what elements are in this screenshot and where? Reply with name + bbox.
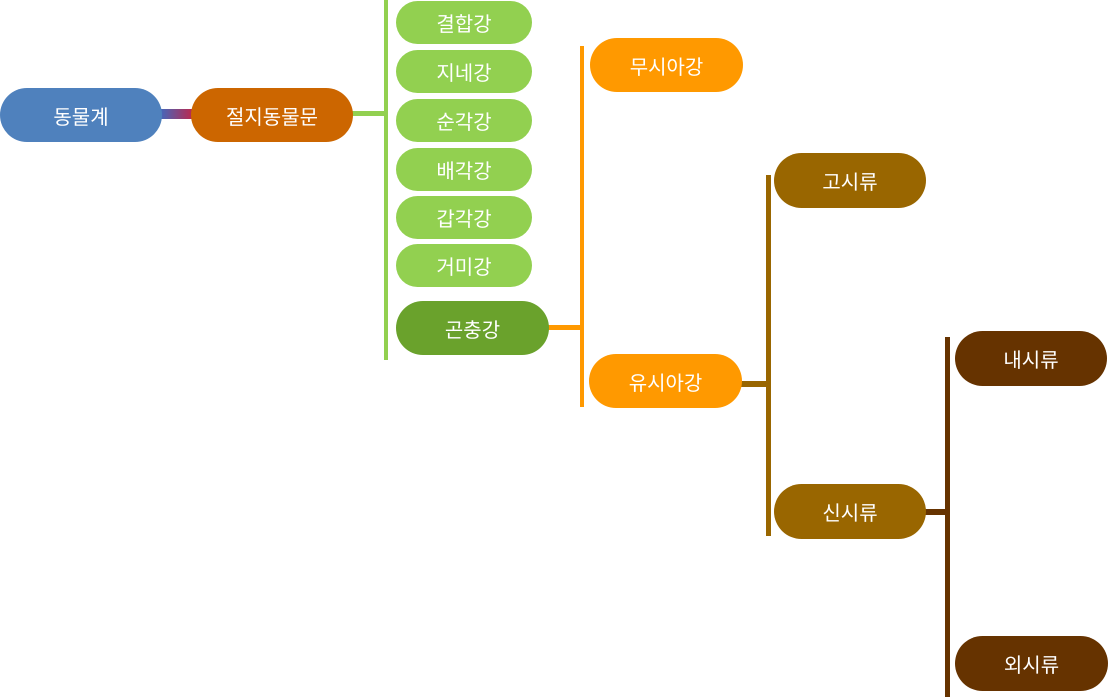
node-class[interactable]: 갑각강: [396, 196, 532, 239]
node-label: 곤충강: [444, 317, 501, 342]
connector-neoptera-h: [924, 509, 948, 515]
node-label: 외시류: [1003, 653, 1060, 677]
node-class[interactable]: 순각강: [396, 99, 532, 142]
node-label: 동물계: [53, 104, 109, 129]
node-label: 순각강: [436, 110, 492, 134]
connector-classes-v: [384, 0, 388, 360]
node-class[interactable]: 지네강: [396, 50, 532, 93]
node-subclass-pterygota[interactable]: 유시아강: [589, 354, 742, 408]
node-order-endopterygota[interactable]: 내시류: [955, 331, 1107, 386]
connector-superorders-v: [766, 175, 771, 536]
connector-orders-v: [945, 337, 950, 697]
node-subclass-apterygota[interactable]: 무시아강: [590, 38, 743, 92]
connector-pterygota-h: [740, 381, 768, 387]
node-class[interactable]: 거미강: [396, 244, 532, 287]
node-label: 내시류: [1003, 348, 1059, 372]
node-label: 유시아강: [628, 370, 703, 395]
node-label: 갑각강: [436, 207, 492, 231]
connector-insecta-h: [546, 325, 582, 330]
node-label: 배각강: [436, 159, 492, 183]
node-label: 무시아강: [629, 54, 704, 79]
node-class[interactable]: 배각강: [396, 148, 532, 191]
connector-root-phylum: [158, 109, 194, 119]
node-label: 결합강: [436, 12, 492, 36]
node-order-exopterygota[interactable]: 외시류: [955, 636, 1108, 691]
node-phylum-arthropoda[interactable]: 절지동물문: [191, 88, 353, 142]
node-label: 고시류: [822, 170, 878, 194]
node-superorder-palaeoptera[interactable]: 고시류: [774, 153, 926, 208]
node-class-insecta[interactable]: 곤충강: [396, 301, 549, 355]
node-class[interactable]: 결합강: [396, 1, 532, 44]
node-label: 지네강: [436, 61, 492, 85]
node-root-animalia[interactable]: 동물계: [0, 88, 162, 142]
node-label: 절지동물문: [226, 104, 318, 129]
connector-subclasses-v: [580, 46, 584, 407]
node-label: 거미강: [436, 255, 492, 279]
connector-phylum-classes-h: [350, 111, 386, 116]
node-superorder-neoptera[interactable]: 신시류: [774, 484, 926, 539]
node-label: 신시류: [822, 501, 878, 525]
